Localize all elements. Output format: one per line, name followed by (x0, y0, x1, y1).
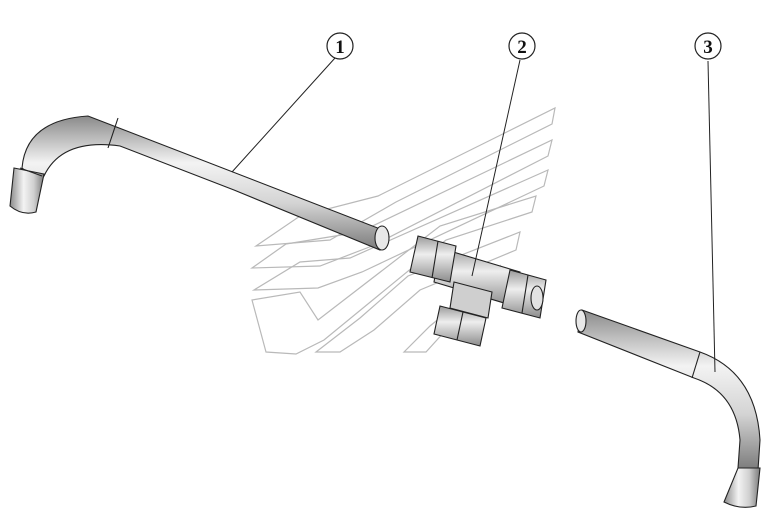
watermark-stripe-2 (250, 138, 553, 269)
leader-line-3 (707, 60, 716, 373)
watermark-stripe-3 (251, 168, 549, 291)
nut-right-opening (530, 285, 544, 311)
tube-part-3 (575, 309, 761, 508)
leader-lines (231, 57, 716, 373)
callout-1-label: 1 (335, 37, 345, 58)
tube-1-cap-edge (19, 167, 43, 177)
tube-part-1 (9, 115, 390, 251)
nut-left-facet (431, 240, 439, 279)
callout-3: 3 (694, 32, 722, 60)
tube-1-body (21, 115, 389, 251)
callout-3-label: 3 (703, 37, 713, 58)
leader-line-1 (231, 57, 336, 173)
nut-bottom-facet (456, 311, 464, 341)
tube-3-body (577, 309, 761, 471)
callout-2: 2 (508, 32, 536, 60)
tube-1-cap (9, 167, 45, 214)
tube-3-bend-ring (691, 351, 701, 379)
watermark-stripe-1 (253, 106, 556, 247)
tee-branch (449, 281, 493, 319)
nut-left (409, 235, 457, 283)
tube-1-end-opening (374, 225, 390, 251)
callout-2-label: 2 (517, 37, 527, 58)
callout-1: 1 (326, 32, 354, 60)
callout-3-circle (694, 32, 722, 60)
tube-1-bend-ring (107, 117, 119, 149)
callout-2-circle (508, 32, 536, 60)
watermark-logo (250, 106, 556, 355)
watermark-stripe-4 (251, 195, 537, 355)
watermark-stripe-5 (314, 231, 521, 353)
tube-3-cap (723, 467, 761, 508)
tee-fitting-part-2 (409, 235, 547, 347)
leader-line-2 (471, 59, 521, 277)
tube-3-end-opening (575, 309, 587, 333)
callout-1-circle (326, 32, 354, 60)
nut-right-facet (521, 274, 529, 314)
